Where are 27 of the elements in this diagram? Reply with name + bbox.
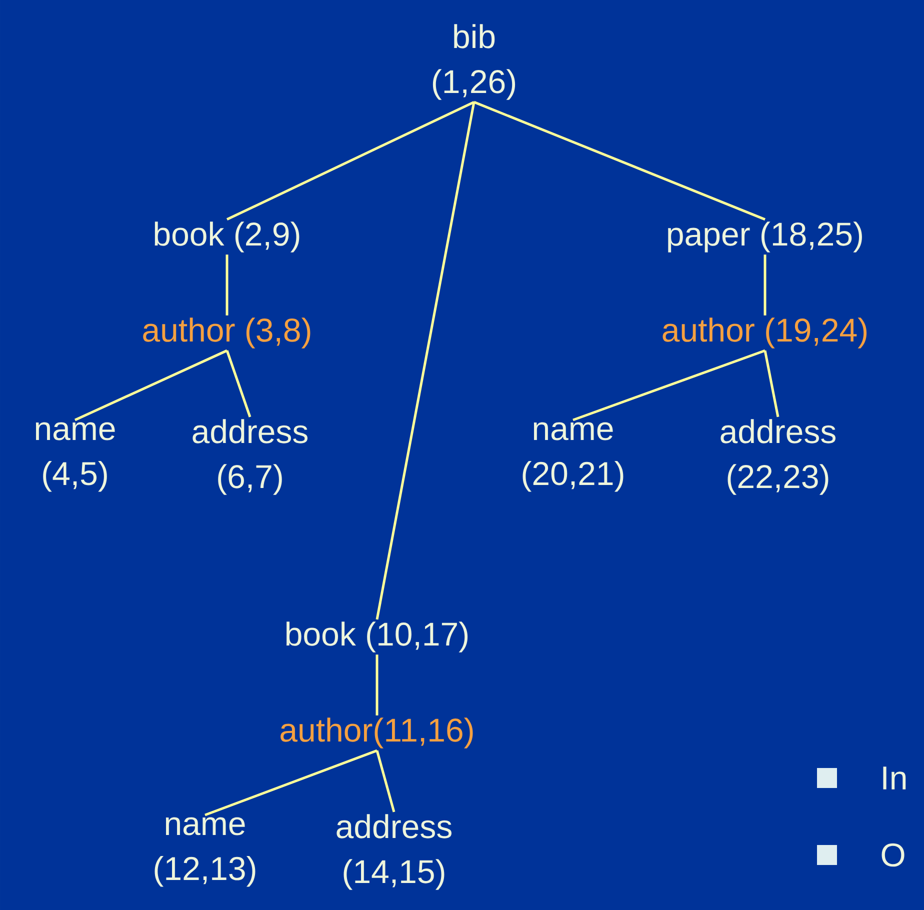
tree-edge	[226, 350, 252, 418]
tree-node-label: paper (18,25)	[668, 222, 862, 252]
tree-node-label: address (22,23)	[720, 419, 836, 495]
tree-node-label: book (2,9)	[154, 222, 300, 252]
tree-node-label: book (10,17)	[286, 622, 468, 652]
bullet-text: In	[883, 766, 906, 790]
tree-node-label: address (14,15)	[336, 814, 452, 890]
tree-node-label: bib (1,26)	[432, 24, 516, 100]
tree-edge	[376, 654, 378, 716]
tree-edge	[204, 749, 378, 816]
tree-edge	[764, 254, 766, 316]
tree-edge	[572, 349, 766, 422]
tree-edge	[226, 254, 228, 316]
tree-node-label: name (4,5)	[36, 422, 115, 492]
tree-edge	[764, 350, 780, 418]
tree-node-label: name (12,13)	[154, 817, 256, 887]
tree-node-label: address (6,7)	[192, 419, 308, 495]
tree-node-label: author (19,24)	[662, 318, 867, 348]
tree-edge	[376, 750, 396, 812]
tree-edge	[226, 100, 475, 221]
tree-edge	[376, 102, 476, 620]
tree-edge	[474, 100, 766, 221]
bullet-text: O	[882, 843, 904, 867]
tree-node-label: author(11,16)	[280, 718, 473, 748]
tree-node-label: name (20,21)	[522, 422, 624, 492]
tree-edge	[74, 349, 228, 422]
tree-node-label: author (3,8)	[143, 318, 310, 348]
